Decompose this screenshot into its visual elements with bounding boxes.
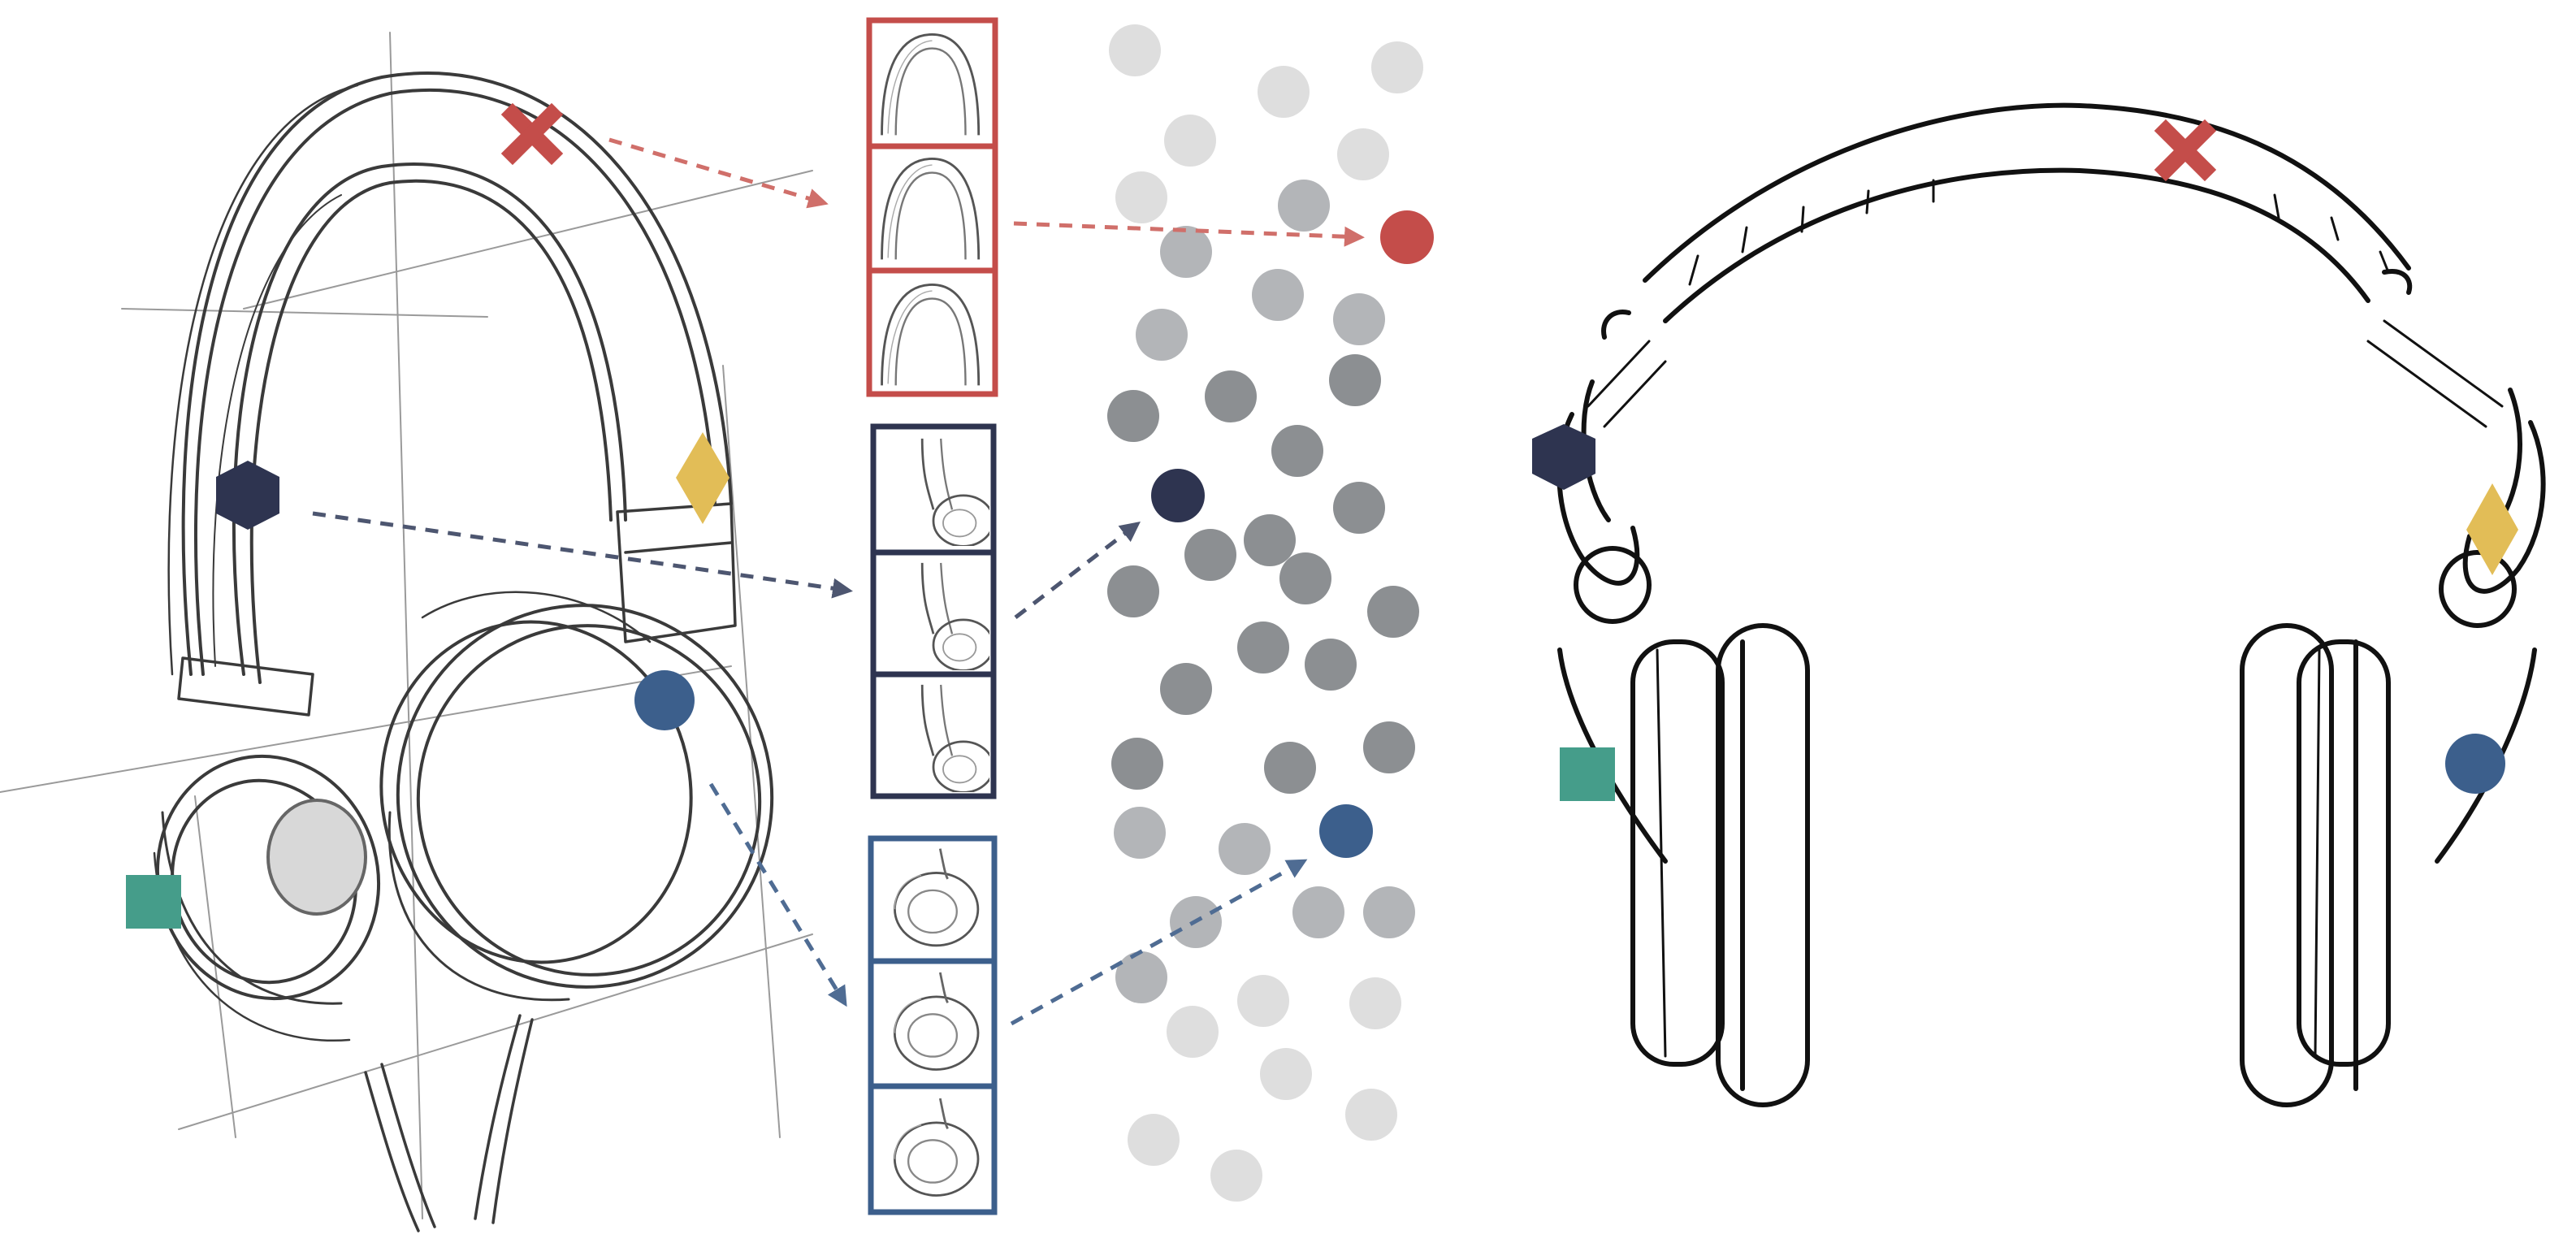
embedding-dots-mid (1114, 180, 1415, 1003)
arrow-sketch-to-red-patches (608, 137, 829, 209)
patch-group-red (866, 17, 998, 397)
sketch-panel (0, 32, 813, 1232)
patch-group-navy (870, 423, 997, 799)
hexagon-marker-lineart (1532, 424, 1595, 490)
embedding-panel (1107, 24, 1434, 1202)
correspondence-arrows (312, 137, 1365, 1026)
arrow-blue-patches-to-embedding (1010, 859, 1308, 1026)
lineart-markers (1532, 119, 2518, 801)
square-marker-lineart (1560, 747, 1615, 801)
hexagon-marker-sketch (216, 461, 279, 530)
embedding-dots-dark (1107, 354, 1419, 794)
embedding-red (1380, 210, 1434, 264)
embedding-dots-light (1109, 24, 1423, 1202)
embedding-navy (1151, 469, 1205, 522)
arrow-sketch-to-navy-patches (312, 511, 853, 599)
arrow-red-patches-to-embedding (1013, 221, 1365, 247)
arrow-sketch-to-blue-patches (708, 782, 847, 1007)
patches-panel (866, 17, 998, 1215)
diamond-marker-sketch (676, 432, 730, 524)
sketch-markers (126, 102, 730, 929)
diamond-marker-lineart (2466, 483, 2518, 575)
embedding-blue (1319, 804, 1373, 858)
cross-marker-lineart (2154, 119, 2217, 182)
square-marker-sketch (126, 875, 181, 929)
lineart-panel (1556, 102, 2546, 1107)
cross-marker-sketch (500, 102, 564, 166)
patch-group-blue (868, 835, 998, 1215)
circle-marker-sketch (634, 670, 695, 730)
arrow-navy-patches-to-embedding (1014, 521, 1141, 619)
circle-marker-lineart (2445, 734, 2505, 794)
